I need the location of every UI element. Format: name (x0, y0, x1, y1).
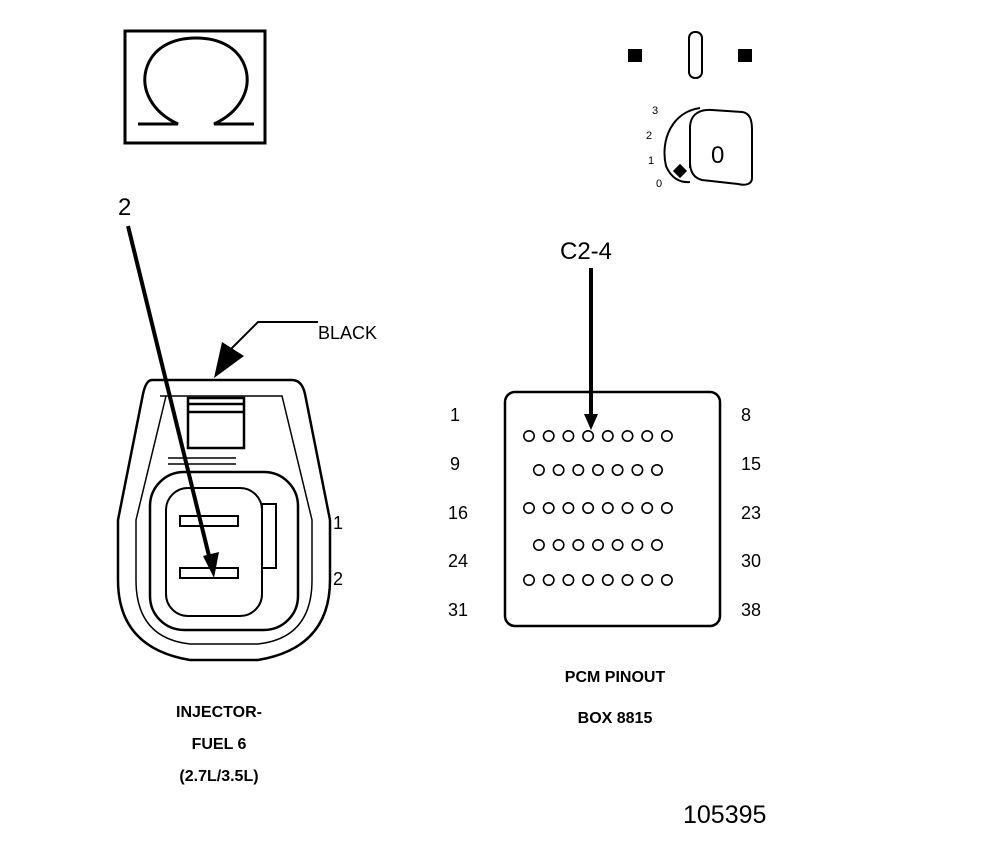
pcm-row-3-start-label: 16 (448, 503, 469, 523)
pcm-row-3-end-label: 23 (741, 503, 762, 523)
pcm-pin-hole (542, 501, 555, 514)
pcm-caption-line-2: BOX 8815 (577, 710, 653, 727)
pcm-pin-hole (562, 573, 575, 586)
switch-left-mark (628, 49, 642, 62)
injector-caption-line-3: (2.7L/3.5L) (179, 768, 259, 785)
pcm-row-2-end-label: 15 (741, 454, 762, 474)
injector-pin-pointer-label: 2 (118, 194, 132, 221)
pcm-pin-hole (650, 463, 663, 476)
terminal-2 (179, 567, 239, 579)
key-slot-icon (688, 31, 703, 79)
pcm-row-2-start-label: 9 (450, 454, 461, 474)
key-icon (689, 108, 753, 186)
pcm-pin-hole (542, 429, 555, 442)
pcm-row-5-end-label: 38 (741, 600, 762, 620)
terminal-1 (179, 515, 239, 527)
pcm-pin-hole (591, 538, 604, 551)
pcm-pin-hole (572, 538, 585, 551)
injector-pin-label-2: 2 (333, 569, 344, 589)
pcm-pin-hole (641, 501, 654, 514)
pcm-pin-hole (631, 538, 644, 551)
pcm-pin-hole (542, 573, 555, 586)
key-label: 0 (711, 142, 725, 169)
wire-color-label: BLACK (318, 323, 378, 343)
pcm-pin-pointer-label: C2-4 (560, 238, 613, 265)
pcm-pin-hole (631, 463, 644, 476)
pcm-row-4-end-label: 30 (741, 551, 762, 571)
pcm-pin-hole (562, 501, 575, 514)
pcm-pin-hole (641, 429, 654, 442)
pcm-pin-hole (650, 538, 663, 551)
pcm-pin-hole (660, 573, 673, 586)
pcm-pin-hole (601, 573, 614, 586)
pcm-pin-hole (552, 463, 565, 476)
injector-pin-label-1: 1 (333, 513, 344, 533)
pcm-pin-hole (591, 463, 604, 476)
pin-2-arrow (126, 225, 212, 561)
pcm-pin-hole (532, 463, 545, 476)
pcm-pin-hole (522, 429, 535, 442)
ignition-position-2: 2 (646, 130, 653, 142)
pcm-row-5-start-label: 31 (448, 600, 469, 620)
pcm-row-1-start-label: 1 (450, 405, 461, 425)
pcm-pin-hole (611, 538, 624, 551)
pcm-pin-hole (641, 573, 654, 586)
pcm-pin-hole (582, 573, 595, 586)
pcm-pin-hole (621, 501, 634, 514)
pcm-connector (503, 268, 722, 628)
ignition-switch-icon (628, 31, 753, 186)
ohmmeter-icon: Ω (123, 29, 267, 145)
pcm-pin-hole (601, 429, 614, 442)
pcm-pin-hole (621, 573, 634, 586)
pcm-pin-hole (660, 501, 673, 514)
pcm-pin-hole (611, 463, 624, 476)
switch-right-mark (738, 49, 752, 62)
pcm-pin-hole (572, 463, 585, 476)
key-position-pointer (672, 163, 688, 179)
ignition-position-1: 1 (648, 155, 655, 167)
pcm-pin-hole (582, 501, 595, 514)
pcm-caption-line-1: PCM PINOUT (564, 669, 666, 686)
pcm-pin-hole (522, 501, 535, 514)
pcm-pin-hole (522, 573, 535, 586)
injector-connector (116, 225, 332, 662)
pcm-pin-hole (660, 429, 673, 442)
black-leader-line (229, 321, 318, 351)
injector-caption-line-1: INJECTOR- (176, 704, 262, 721)
pcm-pin-hole (532, 538, 545, 551)
pcm-row-4-start-label: 24 (448, 551, 469, 571)
pcm-pin-hole (601, 501, 614, 514)
pcm-pin-hole (582, 429, 595, 442)
pcm-pin-grid (522, 429, 673, 586)
ignition-position-3: 3 (652, 105, 659, 117)
injector-caption-line-2: FUEL 6 (191, 736, 247, 753)
pcm-pin-hole (621, 429, 634, 442)
figure-number: 105395 (683, 801, 767, 829)
ignition-position-0: 0 (656, 178, 663, 190)
pcm-row-1-end-label: 8 (741, 405, 752, 425)
pcm-pin-hole (552, 538, 565, 551)
pcm-pin-hole (562, 429, 575, 442)
